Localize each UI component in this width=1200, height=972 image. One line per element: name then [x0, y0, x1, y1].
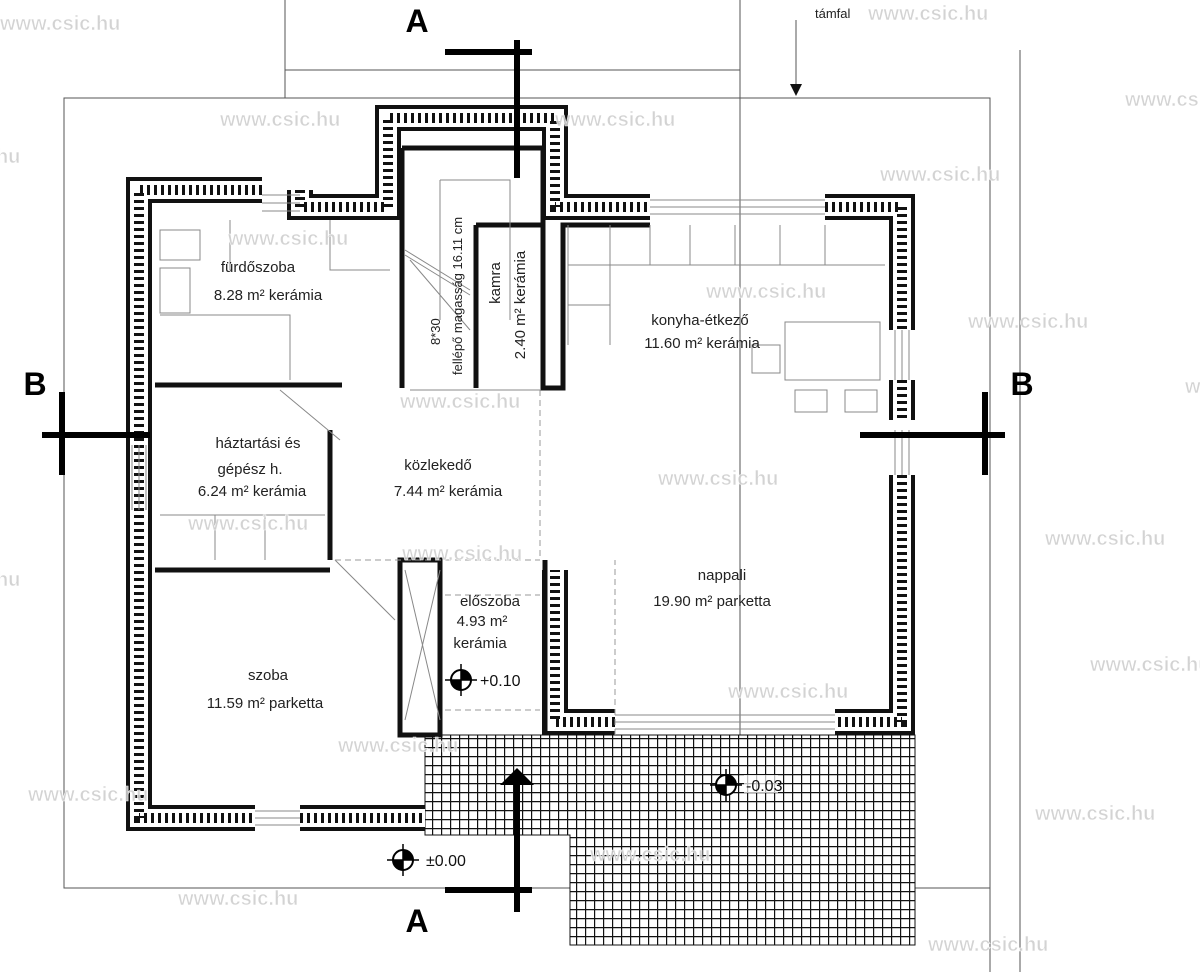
section-b-right-label: B — [1010, 366, 1033, 402]
watermark: www.csic.hu — [399, 391, 520, 413]
watermark: www.csic.hu — [227, 228, 348, 250]
watermarks: www.csic.hu www.csic.hu www.csic.hu www.… — [0, 3, 1200, 957]
section-a-top-label: A — [405, 3, 428, 39]
bathroom-area: 8.28 m² kerámia — [214, 287, 323, 304]
watermark: www.csic.hu — [1034, 803, 1155, 825]
entrance-name: előszoba — [460, 593, 521, 610]
watermark: www.csic.hu — [1124, 89, 1200, 111]
stairs-steps: 8*30 — [428, 318, 443, 345]
watermark: www.csic.hu — [187, 513, 308, 535]
watermark: www.csic.hu — [554, 109, 675, 131]
watermark: www.csic.hu — [1184, 376, 1200, 398]
watermark: www.csic.hu — [967, 311, 1088, 333]
entrance-floor: kerámia — [453, 635, 507, 652]
level-terrace: -0.03 — [746, 778, 783, 795]
stairs-riser: fellépő magasság 16.11 cm — [450, 217, 465, 375]
level-marker-terrace: -0.03 — [710, 769, 783, 801]
watermark: www.csic.hu — [27, 784, 148, 806]
retaining-wall-label: támfal — [815, 6, 851, 21]
fixtures — [159, 179, 885, 721]
kitchen-name: konyha-étkező — [651, 312, 749, 329]
level-entrance: +0.10 — [480, 673, 521, 690]
dashed-lines — [335, 390, 616, 735]
watermark: www.csic.hu — [0, 569, 20, 591]
watermark: www.csic.hu — [867, 3, 988, 25]
watermark: www.csic.hu — [177, 888, 298, 910]
watermark: www.csic.hu — [705, 281, 826, 303]
bathroom-name: fürdőszoba — [221, 259, 296, 276]
watermark: www.csic.hu — [0, 13, 120, 35]
hallway-area: 7.44 m² kerámia — [394, 483, 503, 500]
level-marker-ground: ±0.00 — [387, 844, 466, 876]
hallway-name: közlekedő — [404, 457, 472, 474]
section-lines — [42, 40, 1005, 912]
utility-name2: gépész h. — [217, 461, 282, 478]
pantry-name: kamra — [487, 262, 504, 304]
terrace-paving — [424, 734, 916, 946]
kitchen-area: 11.60 m² kerámia — [644, 335, 760, 352]
entrance-area: 4.93 m² — [457, 613, 508, 630]
level-ground: ±0.00 — [426, 853, 466, 870]
utility-area: 6.24 m² kerámia — [198, 483, 307, 500]
pantry-area: 2.40 m² kerámia — [512, 250, 529, 359]
living-name: nappali — [698, 567, 746, 584]
level-marker-entrance: +0.10 — [445, 664, 521, 696]
watermark: www.csic.hu — [1089, 654, 1200, 676]
watermark: www.csic.hu — [0, 146, 20, 168]
section-a-bottom-label: A — [405, 903, 428, 939]
watermark: www.csic.hu — [1044, 528, 1165, 550]
section-b-left-label: B — [23, 366, 46, 402]
watermark: www.csic.hu — [401, 543, 522, 565]
bedroom-name: szoba — [248, 667, 289, 684]
watermark: www.csic.hu — [879, 164, 1000, 186]
watermark: www.csic.hu — [727, 681, 848, 703]
utility-name1: háztartási és — [215, 435, 300, 452]
watermark: www.csic.hu — [927, 934, 1048, 956]
watermark: www.csic.hu — [219, 109, 340, 131]
living-area: 19.90 m² parketta — [653, 593, 771, 610]
windows — [131, 194, 910, 826]
watermark: www.csic.hu — [657, 468, 778, 490]
watermark: www.csic.hu — [337, 735, 458, 757]
bedroom-area: 11.59 m² parketta — [207, 695, 324, 712]
watermark: www.csic.hu — [589, 844, 710, 866]
